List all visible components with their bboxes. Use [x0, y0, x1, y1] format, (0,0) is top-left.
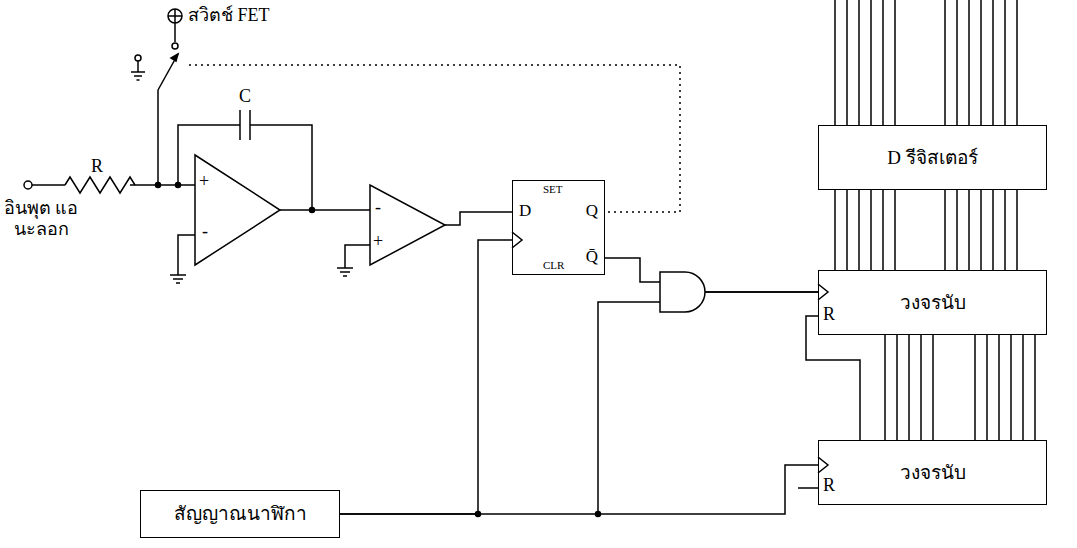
box-label: วงจรนับ	[900, 462, 966, 484]
counter-box: วงจรนับ	[818, 270, 1047, 335]
pin-label: Q̄	[586, 247, 598, 267]
bus-line	[846, 190, 848, 270]
component-label: อินพุต แอนะลอก	[0, 198, 82, 239]
component-label: C	[239, 86, 251, 107]
box-label: สัญญาณนาฬิกา	[174, 503, 307, 525]
pin-sign: -	[202, 221, 208, 242]
component-label: R	[91, 156, 103, 177]
and-gate	[660, 272, 705, 312]
counter-box: วงจรนับ	[818, 440, 1047, 505]
bus-line	[894, 190, 896, 270]
bus-line	[944, 0, 946, 125]
bus-line	[1004, 190, 1006, 270]
component-label: สวิตช์ FET	[188, 5, 270, 26]
bus-line	[846, 0, 848, 125]
bus-line	[968, 190, 970, 270]
bus-line	[1022, 335, 1024, 440]
bus-line	[980, 190, 982, 270]
clock-marker	[818, 284, 828, 300]
bus-line	[992, 0, 994, 125]
bus-line	[980, 0, 982, 125]
flip-flop-box: D SET Q Q̄ CLR	[512, 180, 605, 275]
input-resistor	[24, 177, 195, 193]
wire-connector	[605, 258, 818, 292]
bus-line	[956, 0, 958, 125]
bus-line	[882, 0, 884, 125]
bus-line	[1016, 190, 1018, 270]
data-bus	[835, 0, 1035, 440]
clock-box: สัญญาณนาฬิกา	[140, 490, 340, 538]
pin-sign: +	[199, 171, 209, 192]
pin-sign: -	[375, 197, 381, 218]
bus-line	[1034, 335, 1036, 440]
wire-connector	[340, 465, 818, 514]
bus-line	[908, 335, 910, 440]
integrator-opamp	[170, 155, 370, 283]
control-line	[186, 65, 680, 212]
clock-marker	[512, 232, 522, 248]
bus-line	[870, 0, 872, 125]
bus-line	[1010, 335, 1012, 440]
bus-line	[932, 335, 934, 440]
register-box: D รีจิสเตอร์	[818, 125, 1047, 190]
wire-connector	[340, 240, 512, 514]
bus-line	[920, 335, 922, 440]
gate-output-wire	[705, 291, 818, 293]
bus-line	[882, 190, 884, 270]
bus-line	[896, 335, 898, 440]
bus-line	[870, 190, 872, 270]
component-label: R	[823, 304, 835, 325]
box-label: D รีจิสเตอร์	[887, 147, 977, 169]
bus-line	[834, 0, 836, 125]
pin-label: CLR	[543, 259, 564, 272]
box-label: วงจรนับ	[900, 292, 966, 314]
bus-line	[974, 335, 976, 440]
bus-line	[998, 335, 1000, 440]
bus-line	[968, 0, 970, 125]
pin-label: Q	[586, 201, 598, 221]
bus-line	[894, 0, 896, 125]
bus-line	[1004, 0, 1006, 125]
component-label: R	[823, 475, 835, 496]
bus-line	[992, 190, 994, 270]
bus-line	[956, 190, 958, 270]
bus-line	[858, 0, 860, 125]
comparator-opamp	[337, 185, 512, 276]
wire-connector	[884, 335, 886, 440]
bus-line	[1016, 0, 1018, 125]
bus-line	[944, 190, 946, 270]
clock-wires	[476, 302, 661, 517]
pin-label: D	[519, 201, 531, 221]
wire-connector	[834, 190, 836, 270]
bus-line	[858, 190, 860, 270]
reset-wire	[798, 487, 818, 489]
fet-switch-symbol	[131, 9, 182, 185]
pin-sign: +	[373, 231, 383, 252]
bus-line	[986, 335, 988, 440]
pin-label: SET	[543, 183, 563, 196]
clock-marker	[818, 457, 828, 473]
